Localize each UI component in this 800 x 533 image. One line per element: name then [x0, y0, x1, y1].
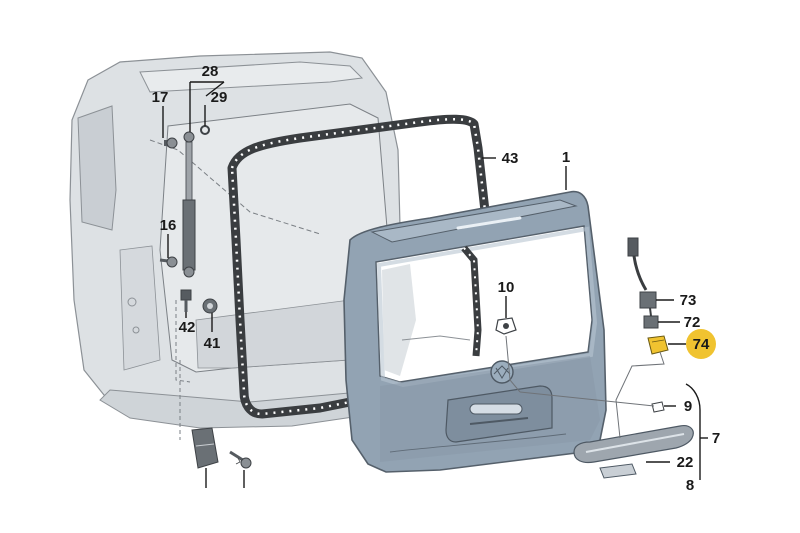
- callout-72: 72: [684, 314, 701, 331]
- callout-16: 16: [160, 217, 177, 234]
- callout-22: 22: [677, 454, 694, 471]
- part-10-clip: [495, 317, 517, 335]
- callout-1: 1: [562, 149, 570, 166]
- trim-strip: [573, 401, 694, 479]
- callout-labels: 28 17 29 43 1 16 10 73 72 74 42 41 9 7 2…: [152, 63, 721, 494]
- door-seal: [227, 114, 495, 419]
- callout-41: 41: [204, 335, 221, 352]
- callout-7: 7: [712, 430, 720, 447]
- gas-strut: [182, 131, 196, 278]
- callout-9: 9: [684, 398, 692, 415]
- callout-17: 17: [152, 89, 169, 106]
- callout-28: 28: [202, 63, 219, 80]
- callout-8: 8: [686, 477, 694, 494]
- leader-lines: [162, 81, 708, 488]
- callout-73: 73: [680, 292, 697, 309]
- callout-42: 42: [179, 319, 196, 336]
- callout-29: 29: [211, 89, 228, 106]
- highlight-marker: [686, 329, 716, 359]
- callout-74: 74: [693, 336, 710, 353]
- wiring-parts: [627, 237, 669, 355]
- tailgate: [343, 190, 607, 473]
- small-fasteners: [159, 125, 252, 469]
- callout-43: 43: [502, 150, 519, 167]
- assembly-guides: [505, 335, 665, 439]
- callout-10: 10: [498, 279, 515, 296]
